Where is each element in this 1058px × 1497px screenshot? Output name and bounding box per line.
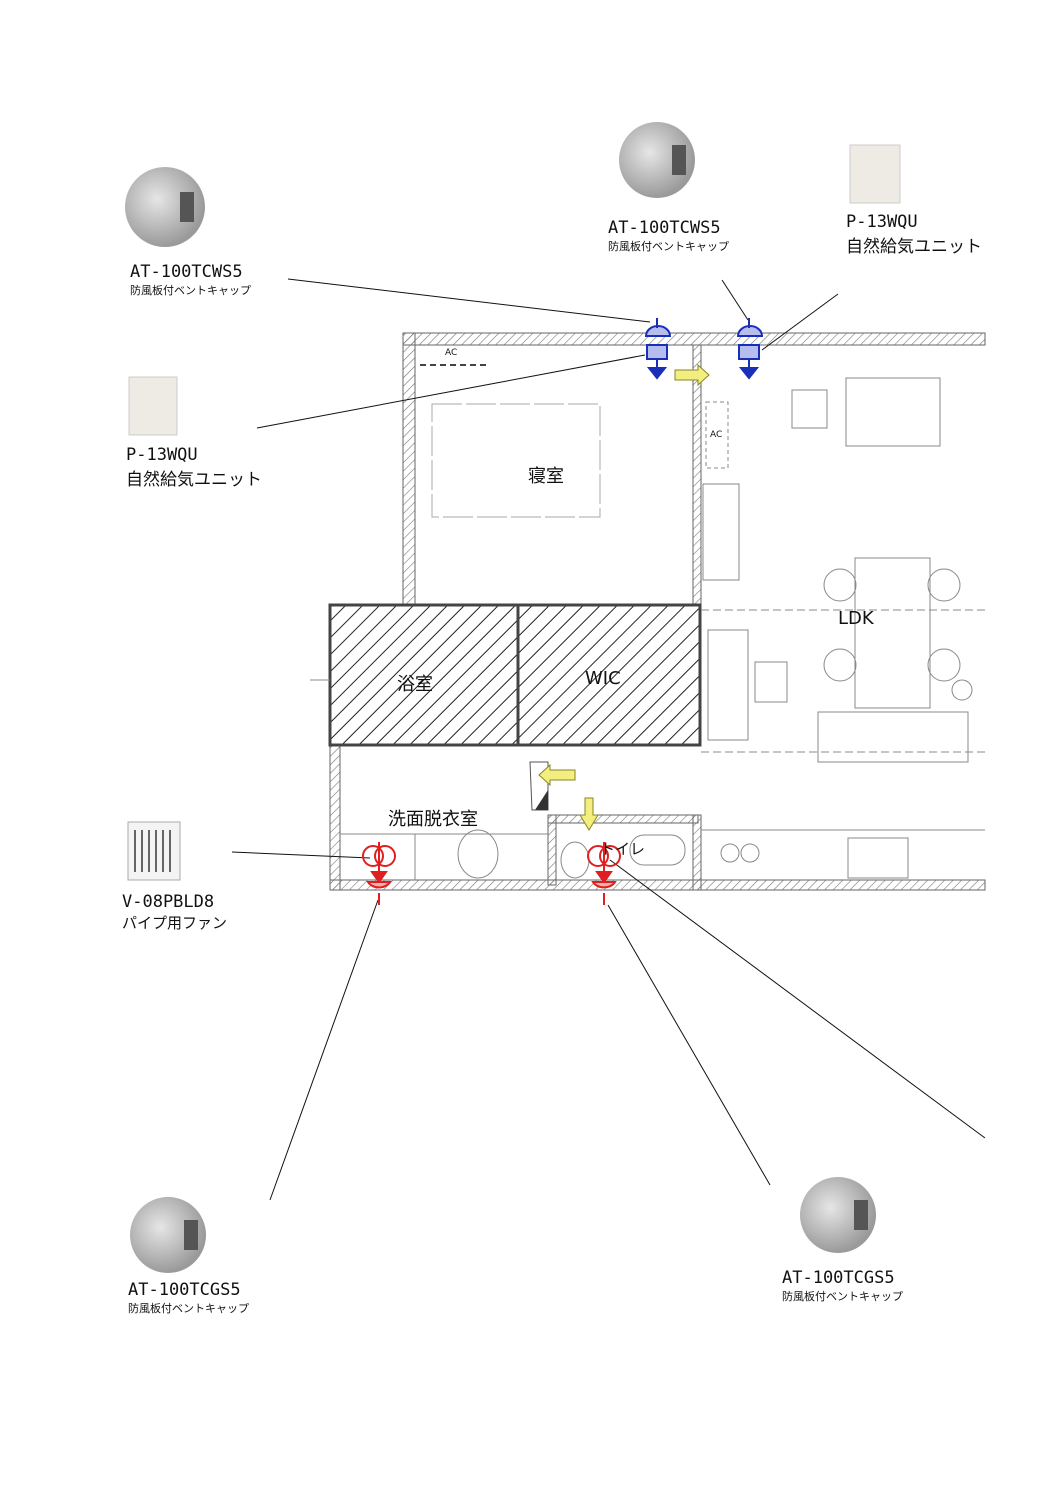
supply-vent-1 bbox=[644, 318, 672, 380]
model-desc: パイプ用ファン bbox=[122, 914, 228, 932]
callout-vent-cap-3: AT-100TCGS5 防風板付ベントキャップ bbox=[128, 1280, 249, 1316]
model-number: AT-100TCGS5 bbox=[128, 1280, 241, 1300]
exhaust-fan-toilet bbox=[587, 842, 621, 905]
model-desc: 防風板付ベントキャップ bbox=[782, 1290, 903, 1303]
callout-pipe-fan: V-08PBLD8 パイプ用ファン bbox=[122, 892, 227, 933]
callout-vent-cap-1: AT-100TCWS5 防風板付ベントキャップ bbox=[130, 262, 251, 298]
callout-supply-unit-1: P-13WQU 自然給気ユニット bbox=[126, 445, 262, 490]
model-number: V-08PBLD8 bbox=[122, 892, 215, 912]
model-desc: 防風板付ベントキャップ bbox=[130, 284, 251, 297]
supply-vent-2 bbox=[736, 318, 764, 380]
model-desc: 自然給気ユニット bbox=[846, 237, 982, 257]
supply-unit-image bbox=[128, 144, 901, 436]
room-bath: 浴室 bbox=[397, 674, 433, 695]
model-number: AT-100TCWS5 bbox=[608, 218, 721, 238]
ac-label: AC bbox=[710, 430, 723, 440]
walls bbox=[329, 332, 986, 891]
vent-cap-image bbox=[125, 122, 876, 1273]
model-number: P-13WQU bbox=[846, 212, 918, 232]
model-number: AT-100TCWS5 bbox=[130, 262, 243, 282]
model-number: AT-100TCGS5 bbox=[782, 1268, 895, 1288]
room-washroom: 洗面脱衣室 bbox=[388, 809, 478, 830]
airflow-arrows bbox=[538, 363, 710, 831]
leader-lines bbox=[231, 278, 986, 1201]
room-toilet: トイレ bbox=[600, 840, 646, 858]
exhaust-fan-washroom bbox=[362, 842, 396, 905]
room-wic: WIC bbox=[585, 668, 621, 689]
model-number: P-13WQU bbox=[126, 445, 198, 465]
callout-vent-cap-4: AT-100TCGS5 防風板付ベントキャップ bbox=[782, 1268, 903, 1304]
hatched-rooms bbox=[328, 603, 702, 747]
model-desc: 防風板付ベントキャップ bbox=[128, 1302, 249, 1315]
callout-vent-cap-2: AT-100TCWS5 防風板付ベントキャップ bbox=[608, 218, 729, 254]
room-ldk: LDK bbox=[838, 608, 874, 629]
pipe-fan-image bbox=[127, 821, 181, 881]
callout-supply-unit-2: P-13WQU 自然給気ユニット bbox=[846, 212, 982, 257]
room-bedroom: 寝室 bbox=[528, 466, 564, 487]
model-desc: 自然給気ユニット bbox=[126, 470, 262, 490]
model-desc: 防風板付ベントキャップ bbox=[608, 240, 729, 253]
ac-label: AC bbox=[445, 348, 458, 358]
